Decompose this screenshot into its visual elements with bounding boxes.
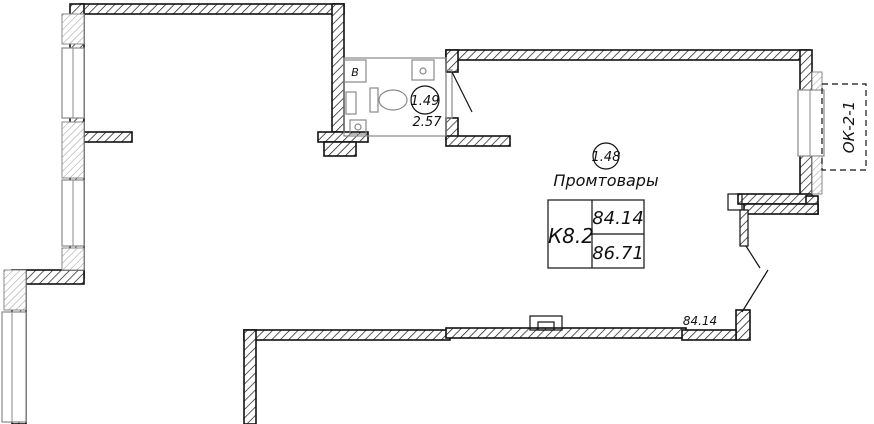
wc-door — [445, 69, 453, 119]
wall-bottom-drop — [243, 329, 257, 424]
dimension-label: 84.14 — [683, 314, 717, 328]
sales-number: 1.48 — [592, 150, 621, 165]
wall-bottom-right-end — [681, 329, 737, 341]
window-tag: ОК-2-1 — [840, 101, 858, 153]
wall-top-right-drop — [331, 3, 345, 133]
sales-number-circle — [592, 142, 620, 170]
wc-floor-box — [349, 119, 367, 135]
window-tag-box: ОК-2-1 — [821, 83, 867, 171]
wall-bottom-pier — [735, 309, 751, 341]
toilet-bowl — [378, 89, 408, 111]
windows-west — [1, 13, 85, 423]
wall-bottom-left — [243, 329, 451, 341]
wc-area: 2.57 — [413, 115, 443, 130]
outer-walls — [11, 3, 819, 424]
wc-number-circle — [410, 85, 440, 115]
toilet-tank — [369, 87, 379, 113]
wc-door-swing — [451, 71, 473, 113]
sink — [411, 59, 435, 81]
wall-top-east — [445, 49, 811, 61]
wc-number: 1.49 — [411, 94, 440, 109]
sink-drain — [419, 67, 427, 75]
sales-name: Промтовары — [553, 171, 658, 190]
wall-east-step — [737, 193, 813, 205]
wall-mid-east-return — [445, 135, 511, 147]
unit-area-living: 84.14 — [592, 208, 644, 229]
wc-cabinet — [345, 91, 357, 115]
unit-area-total: 86.71 — [592, 243, 644, 264]
column — [727, 193, 743, 211]
wall-east-step-lower — [743, 203, 819, 215]
sales-room-label: 1.48 Промтовары — [553, 142, 659, 190]
unit-area-box: К8.2 84.14 86.71 — [547, 199, 645, 269]
wc-room: В 1.49 2.57 — [343, 57, 473, 137]
wall-stub — [83, 131, 133, 143]
wall-bump-inner — [537, 321, 555, 331]
wall-top — [79, 3, 345, 15]
unit-code: К8.2 — [548, 224, 594, 248]
window-east — [797, 71, 825, 195]
wc-fixture-label: В — [351, 66, 359, 79]
wall-wc-sill — [323, 141, 357, 157]
entrance-door — [739, 209, 769, 313]
wall-top-east-end — [445, 49, 459, 73]
wall-bottom-right — [445, 327, 687, 339]
wc-fixture-box — [343, 59, 367, 83]
